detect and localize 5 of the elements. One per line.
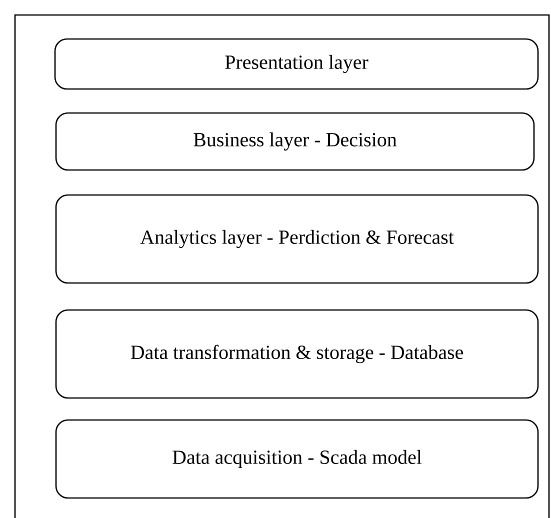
layer-box: Data transformation & storage - Database: [55, 309, 539, 399]
layer-box: Data acquisition - Scada model: [55, 419, 539, 499]
layer-box: Business layer - Decision: [55, 112, 535, 171]
layer-box: Presentation layer: [54, 38, 539, 90]
layer-box: Analytics layer - Perdiction & Forecast: [55, 194, 539, 284]
